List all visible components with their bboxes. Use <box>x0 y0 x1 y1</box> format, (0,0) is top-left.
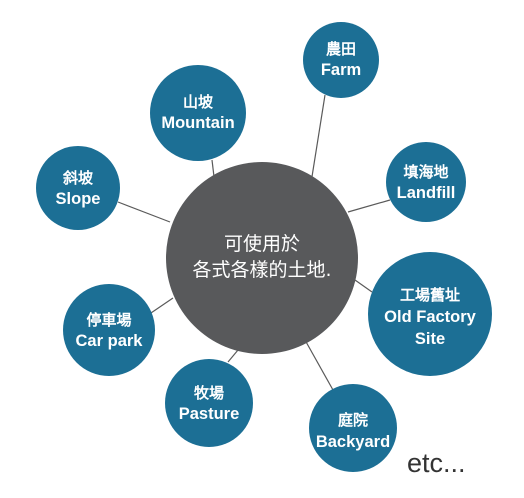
node-farm-en: Farm <box>321 61 361 79</box>
node-mountain: 山坡 Mountain <box>150 65 246 161</box>
node-slope: 斜坡 Slope <box>36 146 120 230</box>
connector-landfill <box>347 199 391 213</box>
center-node: 可使用於 各式各樣的土地. <box>166 162 358 354</box>
node-car-park: 停車場 Car park <box>63 284 155 376</box>
node-landfill-zh: 填海地 <box>403 163 448 181</box>
connector-old-factory-site <box>354 279 373 293</box>
node-backyard: 庭院 Backyard <box>309 384 397 472</box>
node-landfill: 填海地 Landfill <box>386 142 466 222</box>
node-old-factory-site-zh: 工場舊址 <box>400 286 460 304</box>
node-car-park-zh: 停車場 <box>86 311 131 329</box>
connector-backyard <box>304 339 334 391</box>
connector-pasture <box>227 349 239 363</box>
connector-farm <box>310 94 326 184</box>
node-farm: 農田 Farm <box>303 22 379 98</box>
node-car-park-en: Car park <box>76 332 144 350</box>
node-pasture: 牧場 Pasture <box>165 359 253 447</box>
node-landfill-en: Landfill <box>397 184 456 202</box>
connector-slope <box>117 201 171 223</box>
node-pasture-zh: 牧場 <box>194 384 224 402</box>
node-slope-zh: 斜坡 <box>62 169 93 187</box>
node-pasture-en: Pasture <box>179 405 240 423</box>
node-old-factory-site-en-2: Site <box>415 330 445 348</box>
node-mountain-zh: 山坡 <box>183 93 213 111</box>
node-old-factory-site: 工場舊址 Old Factory Site <box>368 252 492 376</box>
center-line-2: 各式各樣的土地. <box>192 259 331 281</box>
center-line-1: 可使用於 <box>224 233 300 255</box>
node-backyard-zh: 庭院 <box>338 411 368 429</box>
node-farm-zh: 農田 <box>326 40 356 58</box>
connectors <box>117 94 391 391</box>
node-backyard-en: Backyard <box>316 433 390 451</box>
node-mountain-en: Mountain <box>161 114 234 132</box>
connector-car-park <box>147 297 174 316</box>
etc-label: etc... <box>407 448 466 478</box>
node-old-factory-site-en: Old Factory <box>384 308 477 326</box>
node-slope-en: Slope <box>56 190 101 208</box>
